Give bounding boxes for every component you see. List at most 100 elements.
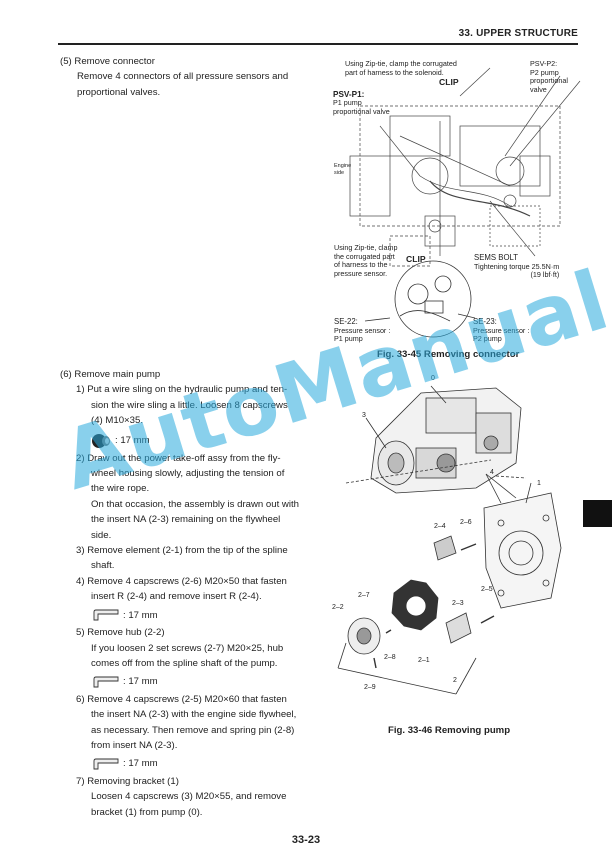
fig45-se23-line: P2 pump bbox=[473, 334, 502, 344]
fig46-label-1: 1 bbox=[537, 480, 541, 487]
fig45-se22: SE-22: Pressure sensor : P1 pump bbox=[334, 317, 391, 344]
step6-sub5-tool: : 17 mm bbox=[76, 674, 310, 689]
fig46-label-2-2: 2–2 bbox=[332, 604, 344, 611]
fig45-psv-p2-line: P2 pump bbox=[530, 67, 559, 77]
fig46-label-3: 3 bbox=[362, 412, 366, 419]
fig45-psv-p2-line: PSV-P2: bbox=[530, 59, 558, 68]
fig45-clip-top: CLIP bbox=[439, 77, 459, 87]
step6-sub1: 1) Put a wire sling on the hydraulic pum… bbox=[76, 382, 310, 448]
step6-line: from insert NA (2-3). bbox=[91, 739, 178, 751]
fig46-label-4: 4 bbox=[490, 469, 494, 476]
fig45-clip-bottom: CLIP bbox=[406, 254, 426, 264]
step6-line: shaft. bbox=[91, 560, 115, 572]
fig45-psv-p1: PSV-P1: P1 pump proportional valve bbox=[333, 90, 390, 116]
fig45-sems-line: (19 lbf·ft) bbox=[530, 270, 560, 280]
fig45-psv-p1-title: PSV-P1: bbox=[333, 90, 365, 99]
fig45-engine-side-line: Engine bbox=[334, 163, 352, 169]
step6-line: bracket (1) from pump (0). bbox=[91, 806, 203, 818]
hex-key-icon bbox=[93, 676, 119, 688]
step6-line: insert R (2-4) and remove insert R (2-4)… bbox=[91, 591, 262, 603]
tool-size: : 17 mm bbox=[123, 609, 158, 621]
step5-body-line: proportional valves. bbox=[77, 86, 161, 98]
step6-line: 6) Remove 4 capscrews (2-5) M20×60 that … bbox=[76, 693, 287, 705]
fig45-se23: SE-23: Pressure sensor : P2 pump bbox=[473, 317, 529, 344]
step6-sub6-tool: : 17 mm bbox=[76, 756, 310, 771]
page-number: 33-23 bbox=[291, 834, 321, 846]
step6-line: 2) Draw out the power take-off assy from… bbox=[76, 452, 281, 464]
fig46-label-2-6: 2–6 bbox=[460, 519, 472, 526]
fig46-label-2-5: 2–5 bbox=[481, 586, 493, 593]
step5-body-line: Remove 4 connectors of all pressure sens… bbox=[77, 71, 289, 83]
step6-line: 7) Removing bracket (1) bbox=[76, 775, 179, 787]
step6-sub2: 2) Draw out the power take-off assy from… bbox=[76, 451, 310, 543]
hex-key-icon bbox=[93, 609, 119, 621]
step6-substeps: 1) Put a wire sling on the hydraulic pum… bbox=[60, 382, 310, 820]
fig45-psv-p2-line: valve bbox=[530, 84, 547, 94]
fig46-drawing bbox=[337, 385, 562, 695]
fig45-engine-side: Engine side bbox=[334, 163, 351, 177]
fig45-zip-bottom-line: pressure sensor. bbox=[334, 268, 388, 278]
step6-line: 1) Put a wire sling on the hydraulic pum… bbox=[76, 384, 288, 396]
tool-size: : 17 mm bbox=[115, 434, 150, 446]
step6-line: wheel housing slowly, adjusting the tens… bbox=[91, 468, 285, 480]
fig45-illustration bbox=[330, 56, 582, 346]
step6-line: Loosen 4 capscrews (3) M20×55, and remov… bbox=[91, 791, 287, 803]
fig46-label-2: 2 bbox=[453, 677, 457, 684]
fig46-label-2-3: 2–3 bbox=[452, 600, 464, 607]
section-tab-marker bbox=[583, 500, 612, 527]
step6-line: 4) Remove 4 capscrews (2-6) M20×50 that … bbox=[76, 575, 287, 587]
fig45-se22-line: P1 pump bbox=[334, 334, 363, 344]
fig45-sems-title: SEMS BOLT bbox=[474, 253, 519, 262]
step6-sub1-tool: : 17 mm bbox=[76, 433, 310, 449]
fig45-engine-side-line: side bbox=[334, 170, 345, 176]
section-title: 33. UPPER STRUCTURE bbox=[458, 28, 578, 39]
fig45-psv-p2: PSV-P2: P2 pump proportional valve bbox=[530, 59, 568, 94]
step6-line: comes off from the spline shaft of the p… bbox=[91, 657, 278, 669]
step5-block: (5) Remove connector Remove 4 connectors… bbox=[60, 54, 320, 100]
fig45-psv-p1-line: P1 pump bbox=[333, 98, 362, 107]
fig45-zip-bottom-line: of harness to the bbox=[334, 260, 388, 270]
fig45-se22-title: SE-22: bbox=[334, 317, 358, 326]
step6-block: (6) Remove main pump 1) Put a wire sling… bbox=[60, 367, 310, 820]
fig45-sems-bolt: SEMS BOLT Tightening torque 25.5N·m (19 … bbox=[474, 253, 560, 280]
fig45-sems-line: Tightening torque 25.5N·m bbox=[474, 261, 560, 271]
step5-body: Remove 4 connectors of all pressure sens… bbox=[60, 69, 320, 100]
step6-line: On that occasion, the assembly is drawn … bbox=[91, 498, 299, 510]
fig45-zip-bottom-line: the corrugated part bbox=[334, 251, 395, 261]
step6-line: 5) Remove hub (2-2) bbox=[76, 627, 165, 639]
step6-line: If you loosen 2 set screws (2-7) M20×25,… bbox=[91, 642, 284, 654]
header-rule bbox=[58, 43, 578, 45]
socket-wrench-icon bbox=[92, 433, 110, 448]
step6-sub3: 3) Remove element (2-1) from the tip of … bbox=[76, 543, 310, 574]
fig45-zip-bottom: Using Zip-tie, clamp the corrugated part… bbox=[334, 243, 398, 278]
fig45-se23-title: SE-23: bbox=[473, 317, 497, 326]
step6-line: the insert NA (2-3) remaining on the fly… bbox=[91, 514, 281, 526]
step6-sub4: 4) Remove 4 capscrews (2-6) M20×50 that … bbox=[76, 574, 310, 623]
fig46-label-2-4: 2–4 bbox=[434, 523, 446, 530]
step6-sub6: 6) Remove 4 capscrews (2-5) M20×60 that … bbox=[76, 692, 310, 772]
fig46-illustration: 0 1 3 4 2–4 2–6 2–7 2–2 2–3 2–5 2–8 2–1 … bbox=[326, 368, 582, 718]
tool-size: : 17 mm bbox=[123, 676, 158, 688]
fig45-zip-top-line: part of harness to the solenoid. bbox=[345, 67, 444, 77]
fig45-drawing bbox=[349, 67, 581, 338]
hex-key-icon bbox=[93, 758, 119, 770]
step6-line: as necessary. Then remove and spring pin… bbox=[91, 724, 295, 736]
fig46-label-2-7: 2–7 bbox=[358, 592, 370, 599]
step6-line: side. bbox=[91, 529, 112, 541]
tool-size: : 17 mm bbox=[123, 758, 158, 770]
step6-line: 3) Remove element (2-1) from the tip of … bbox=[76, 545, 288, 557]
fig45-caption: Fig. 33-45 Removing connector bbox=[377, 349, 520, 360]
fig45-se22-line: Pressure sensor : bbox=[334, 325, 391, 335]
step6-sub5: 5) Remove hub (2-2) If you loosen 2 set … bbox=[76, 625, 310, 690]
fig45-zip-top-line: Using Zip-tie, clamp the corrugated bbox=[345, 59, 457, 68]
fig45-psv-p1-line: proportional valve bbox=[333, 106, 390, 116]
step6-sub4-tool: : 17 mm bbox=[76, 608, 310, 623]
step5-title: (5) Remove connector bbox=[60, 56, 155, 67]
fig46-label-0: 0 bbox=[431, 375, 435, 382]
step6-title: (6) Remove main pump bbox=[60, 369, 161, 380]
fig46-label-2-1: 2–1 bbox=[418, 657, 430, 664]
step6-line: (4) M10×35. bbox=[91, 415, 143, 427]
fig45-psv-p2-line: proportional bbox=[530, 76, 568, 86]
fig46-label-2-9: 2–9 bbox=[364, 684, 376, 691]
step6-line: the insert NA (2-3) with the engine side… bbox=[91, 709, 297, 721]
